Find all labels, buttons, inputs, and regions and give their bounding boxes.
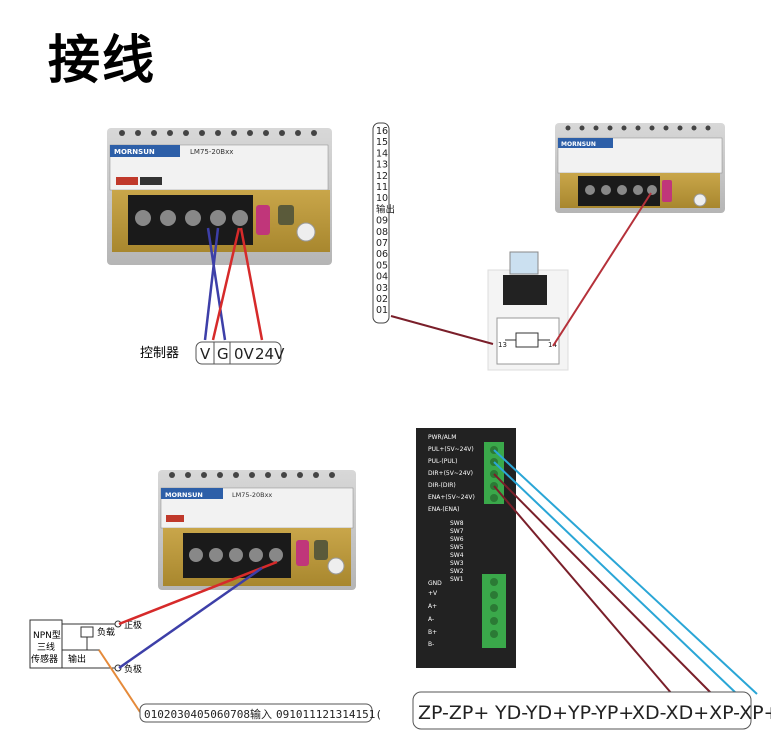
wire-pin01-relay: [390, 315, 494, 345]
vent-holes: [119, 130, 317, 136]
sensor-label-3: 传感器: [31, 653, 58, 665]
driver-label: SW4: [450, 552, 464, 559]
driver-lower-label: A-: [428, 616, 434, 623]
wire-red-0v: [211, 227, 241, 341]
strip-left: 0102030405060708: [144, 708, 250, 721]
pin-label: 09: [376, 216, 388, 227]
pin-label: 06: [376, 249, 388, 260]
wire-relay-psu: [552, 192, 652, 347]
relay-module: 13 14: [487, 251, 569, 371]
psu2-brand: MORNSUN: [561, 141, 596, 148]
axis-strip: [412, 691, 752, 730]
psu3-brand: MORNSUN: [165, 491, 203, 499]
psu-3: MORNSUN LM75-20Bxx: [158, 470, 356, 590]
terminal-g: G: [217, 345, 229, 363]
driver-label: SW2: [450, 568, 464, 575]
load-label: 负载: [97, 626, 115, 638]
axis-y: YD-YD+YP-YP+: [494, 702, 634, 724]
wire-dir-plus: [493, 473, 713, 695]
page-title: 接线: [48, 31, 157, 91]
pin-strip: [372, 122, 390, 324]
wire-positive: [118, 560, 278, 626]
driver-panel: PWR/ALM PUL+(5V~24V) PUL-(PUL) DIR+(5V~24V)…: [412, 428, 771, 730]
pin-label: 01: [376, 305, 388, 316]
wire-blue-v: [203, 227, 220, 341]
pin-label: 05: [376, 260, 388, 271]
driver-label: ENA+(5V~24V): [428, 494, 475, 501]
psu-model: LM75-20Bxx: [190, 148, 233, 156]
psu-panel-1: MORNSUN LM75-20Bxx 控制器 V G 0V 24V: [107, 128, 332, 365]
driver-label: SW5: [450, 544, 464, 551]
wire-blue-g: [206, 227, 227, 341]
driver-lower-label: GND: [428, 580, 442, 587]
wire-negative: [118, 566, 263, 670]
terminal-v: V: [200, 345, 211, 363]
pin-label: 04: [376, 272, 388, 283]
wire-dir-minus: [493, 485, 673, 695]
pin-label: 10: [376, 193, 388, 204]
controller-label: 控制器: [140, 346, 179, 361]
positive-label: 正极: [124, 619, 142, 631]
driver-label: ENA-(ENA): [428, 506, 459, 513]
axis-z: ZP-ZP+: [418, 702, 489, 724]
driver-label: SW7: [450, 528, 464, 535]
pin-label: 11: [376, 182, 388, 193]
negative-label: 负极: [124, 663, 142, 675]
controller-terminal-strip: [195, 341, 282, 365]
psu3-model: LM75-20Bxx: [232, 491, 272, 499]
axis-x: XD-XD+XP-XP+: [632, 702, 771, 724]
relay-pin-13: 13: [498, 341, 507, 349]
psu-brand: MORNSUN: [114, 148, 155, 156]
pin-label: 16: [376, 126, 388, 137]
wire-pul-minus: [493, 461, 738, 695]
wire-red-24v: [239, 227, 264, 341]
driver-label: PUL-(PUL): [428, 458, 457, 465]
driver-label: SW1: [450, 576, 464, 583]
terminal-24v: 24V: [255, 345, 285, 363]
driver-label: PUL+(5V~24V): [428, 446, 474, 453]
pin-label: 15: [376, 137, 388, 148]
sensor-label-2: 三线: [37, 641, 55, 653]
terminal-0v: 0V: [234, 345, 255, 363]
pin-label: 08: [376, 227, 388, 238]
driver-lower-label: A+: [428, 603, 437, 610]
driver-label: PWR/ALM: [428, 434, 456, 441]
driver-label: DIR+(5V~24V): [428, 470, 473, 477]
strip-mid: 输入: [250, 707, 272, 721]
sensor-label-1: NPN型: [33, 630, 61, 641]
sensor-panel: MORNSUN LM75-20Bxx NPN型 三线 传感器 负载 输出 正极 …: [29, 470, 382, 723]
driver-lower-label: +V: [428, 590, 438, 597]
driver-lower-label: B-: [428, 641, 434, 648]
driver-label: SW8: [450, 520, 464, 527]
load-symbol: [80, 626, 94, 638]
terminal-block: [128, 195, 253, 245]
capacitor: [256, 205, 270, 235]
lower-terminals: [482, 574, 506, 648]
driver-label: SW6: [450, 536, 464, 543]
driver-label: DIR-(DIR): [428, 482, 456, 489]
driver-lower-label: B+: [428, 629, 437, 636]
psu-2: MORNSUN: [555, 123, 725, 213]
output-label: 输出: [68, 653, 86, 665]
pin-label: 14: [376, 148, 388, 159]
wire-pul-plus: [493, 449, 758, 695]
strip-right: 091011121314151(: [276, 708, 382, 721]
input-strip: [139, 703, 373, 723]
pin-label: 07: [376, 238, 388, 249]
wire-output: [98, 649, 141, 713]
driver-label: SW3: [450, 560, 464, 567]
pin-label: 02: [376, 294, 388, 305]
pin-label: 13: [376, 160, 388, 171]
sensor-box: [29, 619, 63, 669]
pin-label: 12: [376, 171, 388, 182]
pin-label: 输出: [376, 203, 395, 215]
pin-label: 03: [376, 283, 388, 294]
